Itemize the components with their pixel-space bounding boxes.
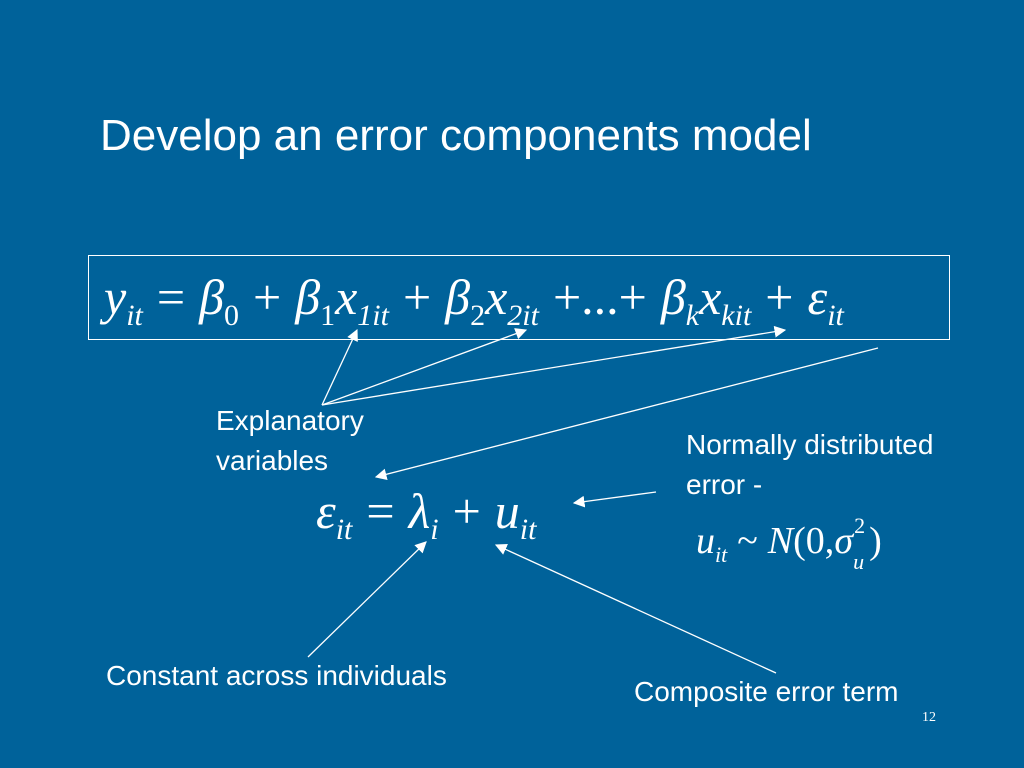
betak-subscript: k [685,299,700,332]
composite-label: Composite error term [634,676,899,707]
arrow-composite-to-u [494,544,777,674]
epsilon-symbol: ε [316,483,336,539]
y-subscript: it [126,299,143,332]
x2-symbol: x [485,269,508,325]
plus-sign: + [452,483,481,539]
x1-subscript: 1it [357,299,389,332]
page-number: 12 [922,710,936,725]
sigma-symbol: σ [834,520,854,562]
equals-sign: = [156,269,186,325]
lambda-symbol: λ [408,483,431,539]
beta2-subscript: 2 [470,299,486,332]
xk-symbol: x [699,269,722,325]
equals-sign: = [366,483,395,539]
epsilon-symbol: ε [807,269,828,325]
x1-symbol: x [335,269,358,325]
sigma-superscript: 2 [854,513,866,538]
plus-sign: + [765,269,794,325]
arrow-to-x2 [321,328,528,406]
plus-sign: + [552,269,582,325]
x2-subscript: 2it [507,299,539,332]
arrow-constant-to-lambda [307,541,427,658]
open-paren: (0, [793,520,835,562]
u-symbol: u [494,483,520,539]
arrow-to-x1 [321,328,358,406]
betak-symbol: β [660,269,686,325]
error-equation: εit=λi+uit [316,482,536,546]
constant-label: Constant across individuals [106,660,447,691]
explanatory-label-line1: Explanatory [216,405,364,436]
normal-error-label-line2: error - [686,469,763,500]
beta1-subscript: 1 [320,299,336,332]
explanatory-label-line2: variables [216,445,329,476]
slide-title: Develop an error components model [100,111,812,160]
ellipsis: ... [581,269,619,325]
main-equation: yit=β0+β1x1it+β2x2it+...+βkxkit+εit [104,268,844,332]
beta1-symbol: β [295,269,321,325]
main-equation-box [88,255,950,340]
normal-error-label-line1: Normally distributed [686,429,934,460]
plus-sign: + [252,269,282,325]
sigma-subscript: u [853,549,865,574]
plus-sign: + [402,269,432,325]
lambda-subscript: i [430,513,439,546]
beta2-symbol: β [445,269,471,325]
u-subscript: it [519,513,537,546]
epsilon-subscript: it [827,299,844,332]
y-symbol: y [104,269,127,325]
epsilon-subscript: it [335,513,353,546]
arrow-to-xk [321,325,787,406]
u-subscript: it [715,542,728,567]
xk-subscript: kit [721,299,752,332]
normal-N-symbol: N [767,520,794,562]
plus-sign: + [618,269,647,325]
beta0-symbol: β [199,269,224,325]
beta0-subscript: 0 [223,299,239,332]
u-symbol: u [696,520,715,562]
tilde-sign: ~ [737,520,758,562]
arrow-normal-to-u [572,491,657,508]
arrow-epsilon-to-error-eq [374,347,879,481]
close-paren: ) [869,520,882,562]
